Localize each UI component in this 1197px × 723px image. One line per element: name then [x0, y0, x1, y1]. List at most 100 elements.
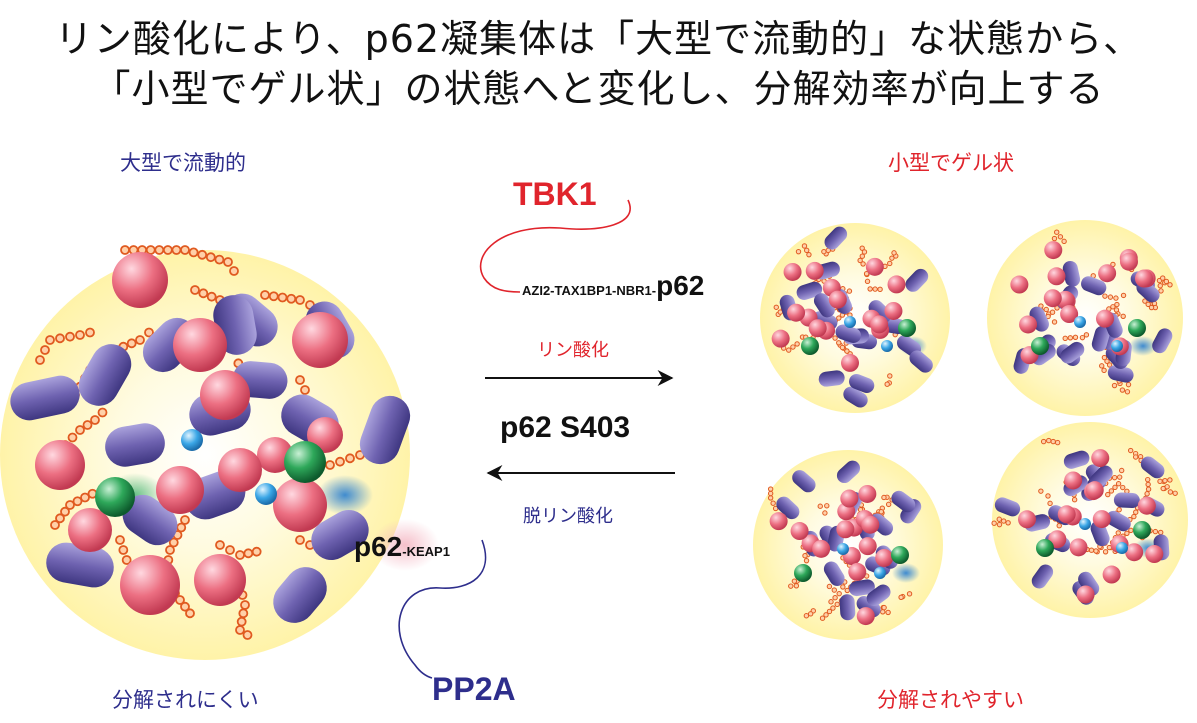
- cargo-protein-green: [891, 546, 909, 564]
- linker-chain: [1102, 549, 1109, 555]
- label-large-fluid: 大型で流動的: [120, 151, 246, 175]
- linker-chain: [1115, 481, 1122, 487]
- linker-chain: [1050, 438, 1056, 445]
- cargo-protein-cyan: [1116, 542, 1128, 554]
- label-small-gel: 小型でゲル状: [888, 151, 1014, 175]
- linker-chain: [126, 338, 137, 349]
- ubiquitin-protein: [787, 303, 806, 322]
- title-line-2: 「小型でゲル状」の状態へと変化し、分解効率が向上する: [92, 67, 1105, 111]
- ubiquitin-protein: [273, 478, 327, 532]
- p62-oligomer: [273, 567, 327, 623]
- linker-chain: [832, 335, 838, 341]
- p62-oligomer: [909, 350, 933, 373]
- linker-chain: [1047, 500, 1053, 507]
- linker-chain: [206, 291, 217, 302]
- linker-chain: [794, 341, 800, 347]
- linker-chain: [72, 496, 83, 507]
- cargo-protein-cyan: [881, 340, 893, 352]
- tbk1-tether-line: [479, 199, 631, 293]
- cargo-protein-cyan: [1079, 518, 1091, 530]
- ubiquitin-protein: [120, 555, 180, 615]
- linker-chain: [180, 601, 190, 612]
- linker-chain: [50, 520, 60, 530]
- linker-chain: [1163, 278, 1170, 285]
- linker-chain: [830, 605, 836, 611]
- ubiquitin-protein: [870, 315, 889, 334]
- linker-chain: [171, 245, 182, 255]
- linker-chain: [90, 415, 100, 425]
- linker-chain: [767, 495, 774, 501]
- ubiquitin-protein: [35, 440, 85, 490]
- ubiquitin-protein: [1047, 267, 1066, 286]
- ubiquitin-protein: [861, 515, 880, 534]
- cargo-protein-cyan: [874, 567, 886, 579]
- linker-chain: [1119, 387, 1126, 393]
- linker-chain: [180, 515, 190, 525]
- ubiquitin-protein: [200, 370, 250, 420]
- linker-chain: [168, 537, 179, 548]
- linker-chain: [120, 245, 130, 255]
- linker-chain: [996, 521, 1003, 528]
- cargo-protein-cyan: [837, 543, 849, 555]
- ubiquitin-protein: [1092, 510, 1111, 529]
- ubiquitin-protein: [858, 537, 877, 556]
- ubiquitin-protein: [1069, 538, 1088, 557]
- ubiquitin-protein: [1019, 315, 1038, 334]
- linker-chain: [887, 260, 893, 267]
- ubiquitin-protein: [805, 261, 824, 280]
- linker-chain: [801, 243, 808, 249]
- cargo-protein-green: [95, 477, 135, 517]
- site-label: p62 S403: [500, 411, 630, 444]
- ubiquitin-protein: [68, 508, 112, 552]
- linker-chain: [878, 509, 884, 515]
- linker-chain: [770, 500, 776, 506]
- linker-chain: [215, 540, 225, 550]
- label-hard-to-degrade: 分解されにくい: [112, 688, 259, 712]
- linker-chain: [97, 407, 108, 418]
- cargo-protein-cyan: [1074, 316, 1086, 328]
- linker-chain: [867, 286, 873, 292]
- large-fluid-droplet: [0, 245, 411, 660]
- linker-chain: [190, 285, 200, 295]
- linker-chain: [1116, 507, 1122, 513]
- ubiquitin-protein: [307, 417, 343, 453]
- linker-chain: [1056, 523, 1062, 529]
- linker-chain: [1152, 528, 1159, 535]
- linker-chain: [859, 245, 865, 251]
- small-gel-droplet-2: [987, 220, 1183, 416]
- title-line-1: リン酸化により、p62凝集体は「大型で流動的」な状態から、: [54, 17, 1143, 61]
- linker-chain: [188, 247, 199, 258]
- linker-chain: [1128, 527, 1134, 534]
- linker-chain: [198, 288, 209, 299]
- linker-chain: [1157, 283, 1163, 289]
- linker-chain: [1157, 478, 1163, 485]
- linker-chain: [295, 295, 305, 305]
- cargo-protein-green: [801, 337, 819, 355]
- ubiquitin-protein: [875, 548, 894, 567]
- ubiquitin-protein: [771, 329, 790, 348]
- linker-chain: [325, 460, 335, 470]
- linker-chain: [881, 494, 887, 501]
- ubiquitin-protein: [828, 290, 847, 309]
- linker-chain: [1105, 491, 1111, 498]
- p62-oligomer: [866, 584, 891, 607]
- ubiquitin-protein: [173, 318, 227, 372]
- cargo-protein-cyan: [255, 483, 277, 505]
- ubiquitin-protein: [1125, 543, 1144, 562]
- dephosphorylation-label: 脱リン酸化: [523, 506, 613, 527]
- linker-chain: [1000, 518, 1007, 524]
- linker-chain: [175, 595, 185, 605]
- linker-chain: [1054, 439, 1061, 446]
- ubiquitin-protein: [1137, 496, 1156, 515]
- linker-chain: [1158, 288, 1164, 294]
- ubiquitin-protein: [156, 466, 204, 514]
- linker-chain: [236, 616, 247, 627]
- linker-chain: [176, 522, 187, 533]
- linker-chain: [1110, 304, 1116, 310]
- ubiquitin-protein: [790, 522, 809, 541]
- linker-chain: [1045, 493, 1051, 499]
- linker-chain: [1051, 319, 1058, 325]
- linker-chain: [1114, 301, 1120, 308]
- linker-chain: [1167, 489, 1174, 495]
- linker-chain: [180, 245, 190, 255]
